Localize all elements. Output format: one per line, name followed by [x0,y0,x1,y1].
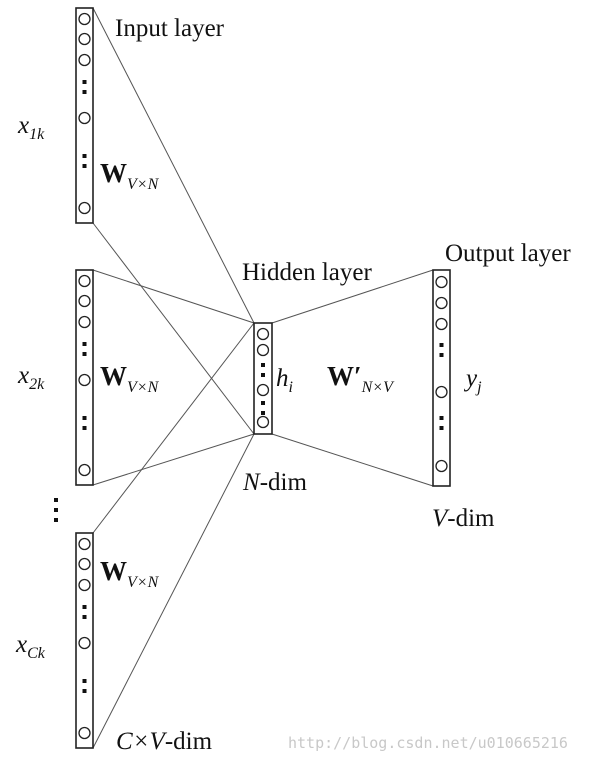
neuron-node [78,274,91,288]
ellipsis-dot [82,416,87,420]
hidden-layer-label: Hidden layer [242,259,372,286]
watermark: http://blog.csdn.net/u010665216 [288,734,568,752]
connection-line [271,269,434,324]
connection-line [92,322,255,534]
neuron-node [256,415,270,429]
ellipsis-dot [82,605,87,609]
neuron-node [78,53,91,67]
ellipsis-dot [439,416,444,420]
output-weight-matrix-label: W′N×V [327,361,395,396]
output-unit-label: yj [463,365,482,396]
neuron-node [78,373,91,387]
hidden-unit-label: hi [276,365,293,396]
weight-matrix-c-label: WV×N [100,556,160,591]
neuron-node [435,275,448,289]
neuron-node [78,636,91,650]
ellipsis-dot [82,164,87,168]
neuron-node [256,343,270,357]
input-vector-c [75,532,94,749]
ellipsis-dot [82,342,87,346]
neuron-node [78,111,91,125]
weight-matrix-1-label: WV×N [100,158,160,193]
ellipsis-dot [439,353,444,357]
output-layer-vector [432,269,451,487]
ellipsis-dot [439,343,444,347]
ellipsis-dot [439,426,444,430]
neuron-node [78,726,91,740]
output-layer-label: Output layer [445,240,571,267]
neuron-node [78,557,91,571]
ellipsis-dot [82,689,87,693]
neuron-node [78,537,91,551]
neuron-node [78,32,91,46]
ellipsis-dot [82,679,87,683]
input-vector-2 [75,269,94,486]
weight-matrix-2-label: WV×N [100,361,160,396]
neuron-node [256,383,270,397]
neuron-node [78,201,91,215]
neuron-node [78,315,91,329]
xck-label: xCk [15,631,46,662]
neuron-node [435,459,448,473]
layers [75,7,451,749]
ellipsis-dot [261,363,265,367]
ellipsis-dot [82,615,87,619]
neuron-node [435,296,448,310]
ellipsis-dot [82,80,87,84]
neuron-node [78,578,91,592]
connection-line [92,269,255,324]
connection-line [92,222,255,435]
x2k-label: x2k [17,362,45,393]
hidden-layer-vector [253,322,273,435]
neuron-node [435,317,448,331]
ellipsis-dot [82,90,87,94]
ellipsis-dot [261,411,265,415]
connection-line [92,433,255,749]
neuron-node [435,385,448,399]
input-layer-label: Input layer [115,15,225,42]
connection-line [92,433,255,486]
x1k-label: x1k [17,112,45,143]
ellipsis-dot [261,373,265,377]
ellipsis-dot [82,352,87,356]
neuron-node [78,12,91,26]
neuron-node [78,463,91,477]
v-dim-label: V-dim [432,505,495,532]
connection-lines [92,7,434,749]
input-vector-1 [75,7,94,224]
connection-line [92,7,255,324]
ellipsis-dot [261,401,265,405]
connection-line [271,433,434,487]
n-dim-label: N-dim [242,469,307,496]
ellipsis-icon [54,498,58,522]
neuron-node [78,294,91,308]
ellipsis-dot [82,426,87,430]
ellipsis-dot [82,154,87,158]
cv-dim-label: C×V-dim [116,728,213,755]
neuron-node [256,327,270,341]
